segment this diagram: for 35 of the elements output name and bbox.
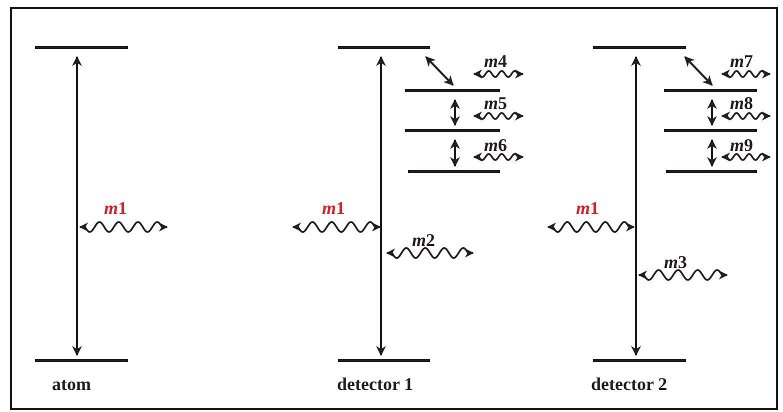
system-label: detector 2	[591, 375, 668, 393]
energy-level	[405, 129, 500, 132]
mode-label: m5	[484, 94, 508, 112]
mode-label: m7	[730, 52, 754, 70]
mode-label: m3	[664, 253, 688, 271]
energy-level	[338, 46, 430, 49]
energy-level	[593, 46, 686, 49]
energy-level	[35, 359, 128, 362]
energy-level	[664, 89, 757, 92]
mode-label: m1	[576, 199, 600, 217]
energy-level	[408, 170, 500, 173]
transition-arrow	[376, 56, 386, 356]
transition-arrow	[707, 139, 717, 167]
transition-arrow	[631, 56, 641, 356]
energy-level	[593, 359, 686, 362]
energy-level	[664, 129, 757, 132]
mode-label: m2	[412, 231, 436, 249]
system-label: detector 1	[337, 375, 414, 393]
mode-label: m8	[730, 94, 754, 112]
mode-label: m1	[104, 199, 128, 217]
transition-arrow	[450, 139, 460, 167]
transition-arrow	[450, 99, 460, 126]
transition-arrow	[425, 56, 454, 86]
mode-label: m1	[322, 199, 346, 217]
system-label: atom	[52, 375, 91, 393]
mode-label: m9	[730, 136, 754, 154]
energy-level	[338, 359, 430, 362]
energy-level	[35, 46, 128, 49]
energy-level	[666, 170, 757, 173]
transition-arrow	[72, 56, 82, 356]
mode-label: m4	[484, 52, 508, 70]
transition-arrow	[684, 56, 713, 86]
transition-arrow	[707, 99, 717, 126]
energy-level	[405, 89, 500, 92]
mode-label: m6	[484, 136, 508, 154]
